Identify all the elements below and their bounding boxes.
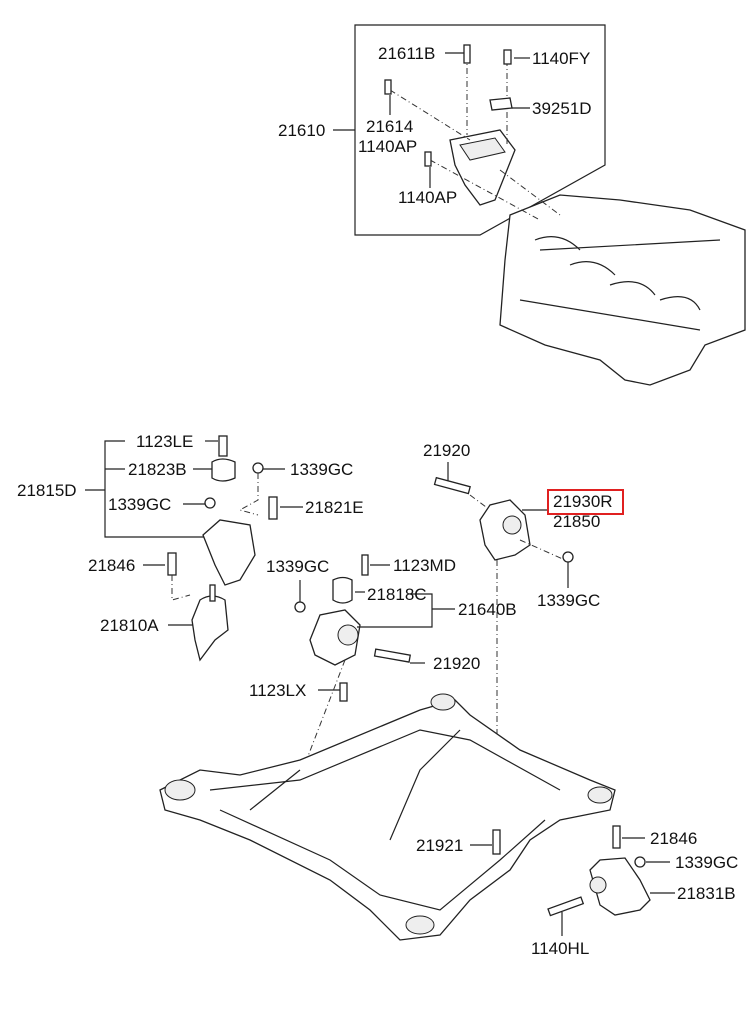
label-21846-bottom[interactable]: 21846	[650, 829, 698, 848]
label-39251D[interactable]: 39251D	[532, 99, 592, 118]
label-1140FY[interactable]: 1140FY	[532, 49, 591, 68]
label-1140HL[interactable]: 1140HL	[531, 939, 590, 958]
label-1339GC-center[interactable]: 1339GC	[266, 557, 330, 576]
label-1339GC-right[interactable]: 1339GC	[537, 591, 601, 610]
mount-21930R	[433, 462, 574, 800]
label-21920-right[interactable]: 21920	[423, 441, 471, 460]
label-21610[interactable]: 21610	[278, 121, 326, 140]
label-21640B[interactable]: 21640B	[458, 600, 517, 619]
label-1339GC-bottom[interactable]: 1339GC	[675, 853, 739, 872]
label-1140AP-b[interactable]: 1140AP	[398, 188, 458, 207]
label-21850[interactable]: 21850	[553, 512, 601, 531]
label-21920-center[interactable]: 21920	[433, 654, 481, 673]
label-21611B[interactable]: 21611B	[378, 44, 436, 63]
engine-block	[499, 194, 746, 386]
label-21846-left[interactable]: 21846	[88, 556, 136, 575]
label-21614[interactable]: 21614	[366, 117, 414, 136]
label-21930R[interactable]: 21930R	[553, 492, 613, 511]
mount-21810A	[167, 435, 278, 662]
mount-21640B	[294, 554, 455, 791]
left-group-brackets	[85, 440, 303, 626]
label-1123LE[interactable]: 1123LE	[136, 432, 194, 451]
bracket-21610	[384, 44, 561, 221]
label-21821E[interactable]: 21821E	[305, 498, 364, 517]
label-1123LX[interactable]: 1123LX	[249, 681, 307, 700]
crossmember	[159, 693, 616, 941]
label-21810A[interactable]: 21810A	[100, 616, 159, 635]
label-1339GC-left-b[interactable]: 1339GC	[108, 495, 172, 514]
label-21815D[interactable]: 21815D	[17, 481, 77, 500]
label-1140AP-a[interactable]: 1140AP	[358, 137, 418, 156]
mount-21831B	[470, 825, 675, 936]
highlight-box	[547, 489, 624, 515]
label-21823B[interactable]: 21823B	[128, 460, 187, 479]
label-21921[interactable]: 21921	[416, 836, 464, 855]
label-21818C[interactable]: 21818C	[367, 585, 427, 604]
inset-frame	[354, 24, 606, 236]
label-1339GC-left-a[interactable]: 1339GC	[290, 460, 354, 479]
label-21831B[interactable]: 21831B	[677, 884, 736, 903]
label-1123MD[interactable]: 1123MD	[393, 556, 456, 575]
